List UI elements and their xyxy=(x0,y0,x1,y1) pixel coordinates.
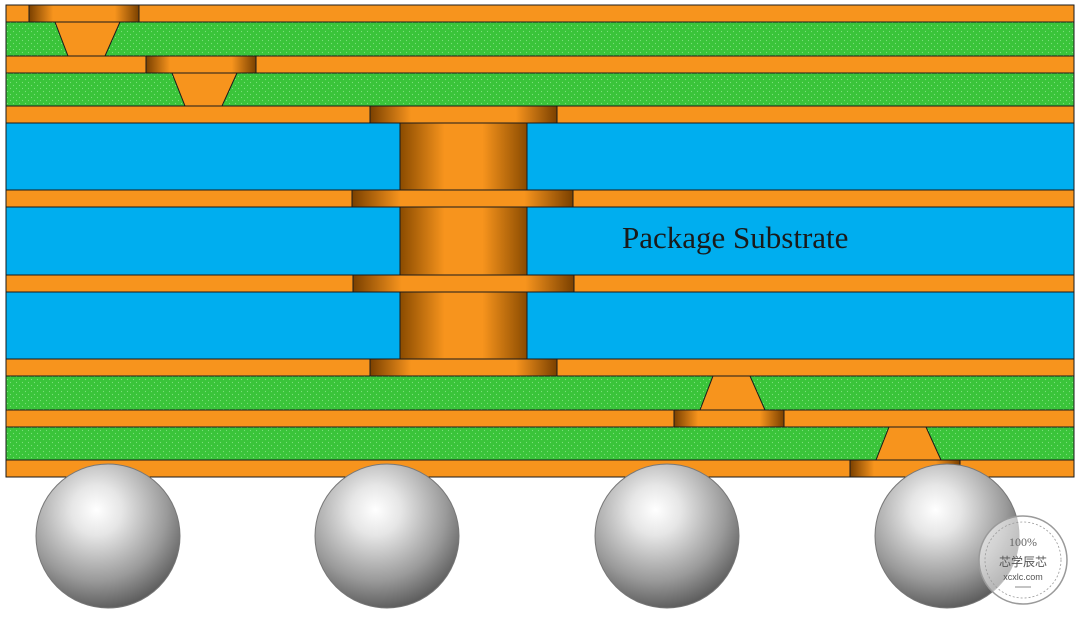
pth-pad-inner xyxy=(351,189,574,208)
package-substrate-label: Package Substrate xyxy=(622,220,849,255)
core-layers xyxy=(5,122,1075,360)
solder-ball xyxy=(314,463,460,609)
copper-layer xyxy=(5,4,1075,23)
solder-balls xyxy=(35,463,1020,609)
solder-ball xyxy=(594,463,740,609)
seal-site: xcxlc.com xyxy=(1003,572,1043,582)
seal-percent: 100% xyxy=(1009,535,1037,549)
pth-pad-bottom xyxy=(369,358,558,377)
core-layer xyxy=(5,291,1075,360)
buildup-dielectric-layer xyxy=(5,375,1075,411)
pth-pad-top xyxy=(369,105,558,124)
copper-layer xyxy=(5,409,1075,428)
plated-through-hole xyxy=(351,105,575,377)
pth-pad-inner xyxy=(352,274,575,293)
microvia xyxy=(171,72,238,107)
microvia xyxy=(875,426,942,461)
watermark-seal-icon: 100% 芯学辰芯 xcxlc.com xyxy=(978,515,1068,605)
pth-barrel xyxy=(399,113,528,369)
copper-layers xyxy=(5,4,1075,478)
seal-brand: 芯学辰芯 xyxy=(999,554,1047,569)
microvia-pad xyxy=(145,55,257,74)
buildup-dielectric-layer xyxy=(5,72,1075,107)
core-layer xyxy=(5,206,1075,276)
microvias xyxy=(28,4,961,478)
microvia-pad xyxy=(28,4,140,23)
solder-ball xyxy=(35,463,181,609)
buildup-dielectric-layer xyxy=(5,21,1075,57)
microvia-pad xyxy=(673,409,785,428)
core-layer xyxy=(5,122,1075,191)
microvia xyxy=(699,375,766,411)
microvia xyxy=(54,21,121,57)
